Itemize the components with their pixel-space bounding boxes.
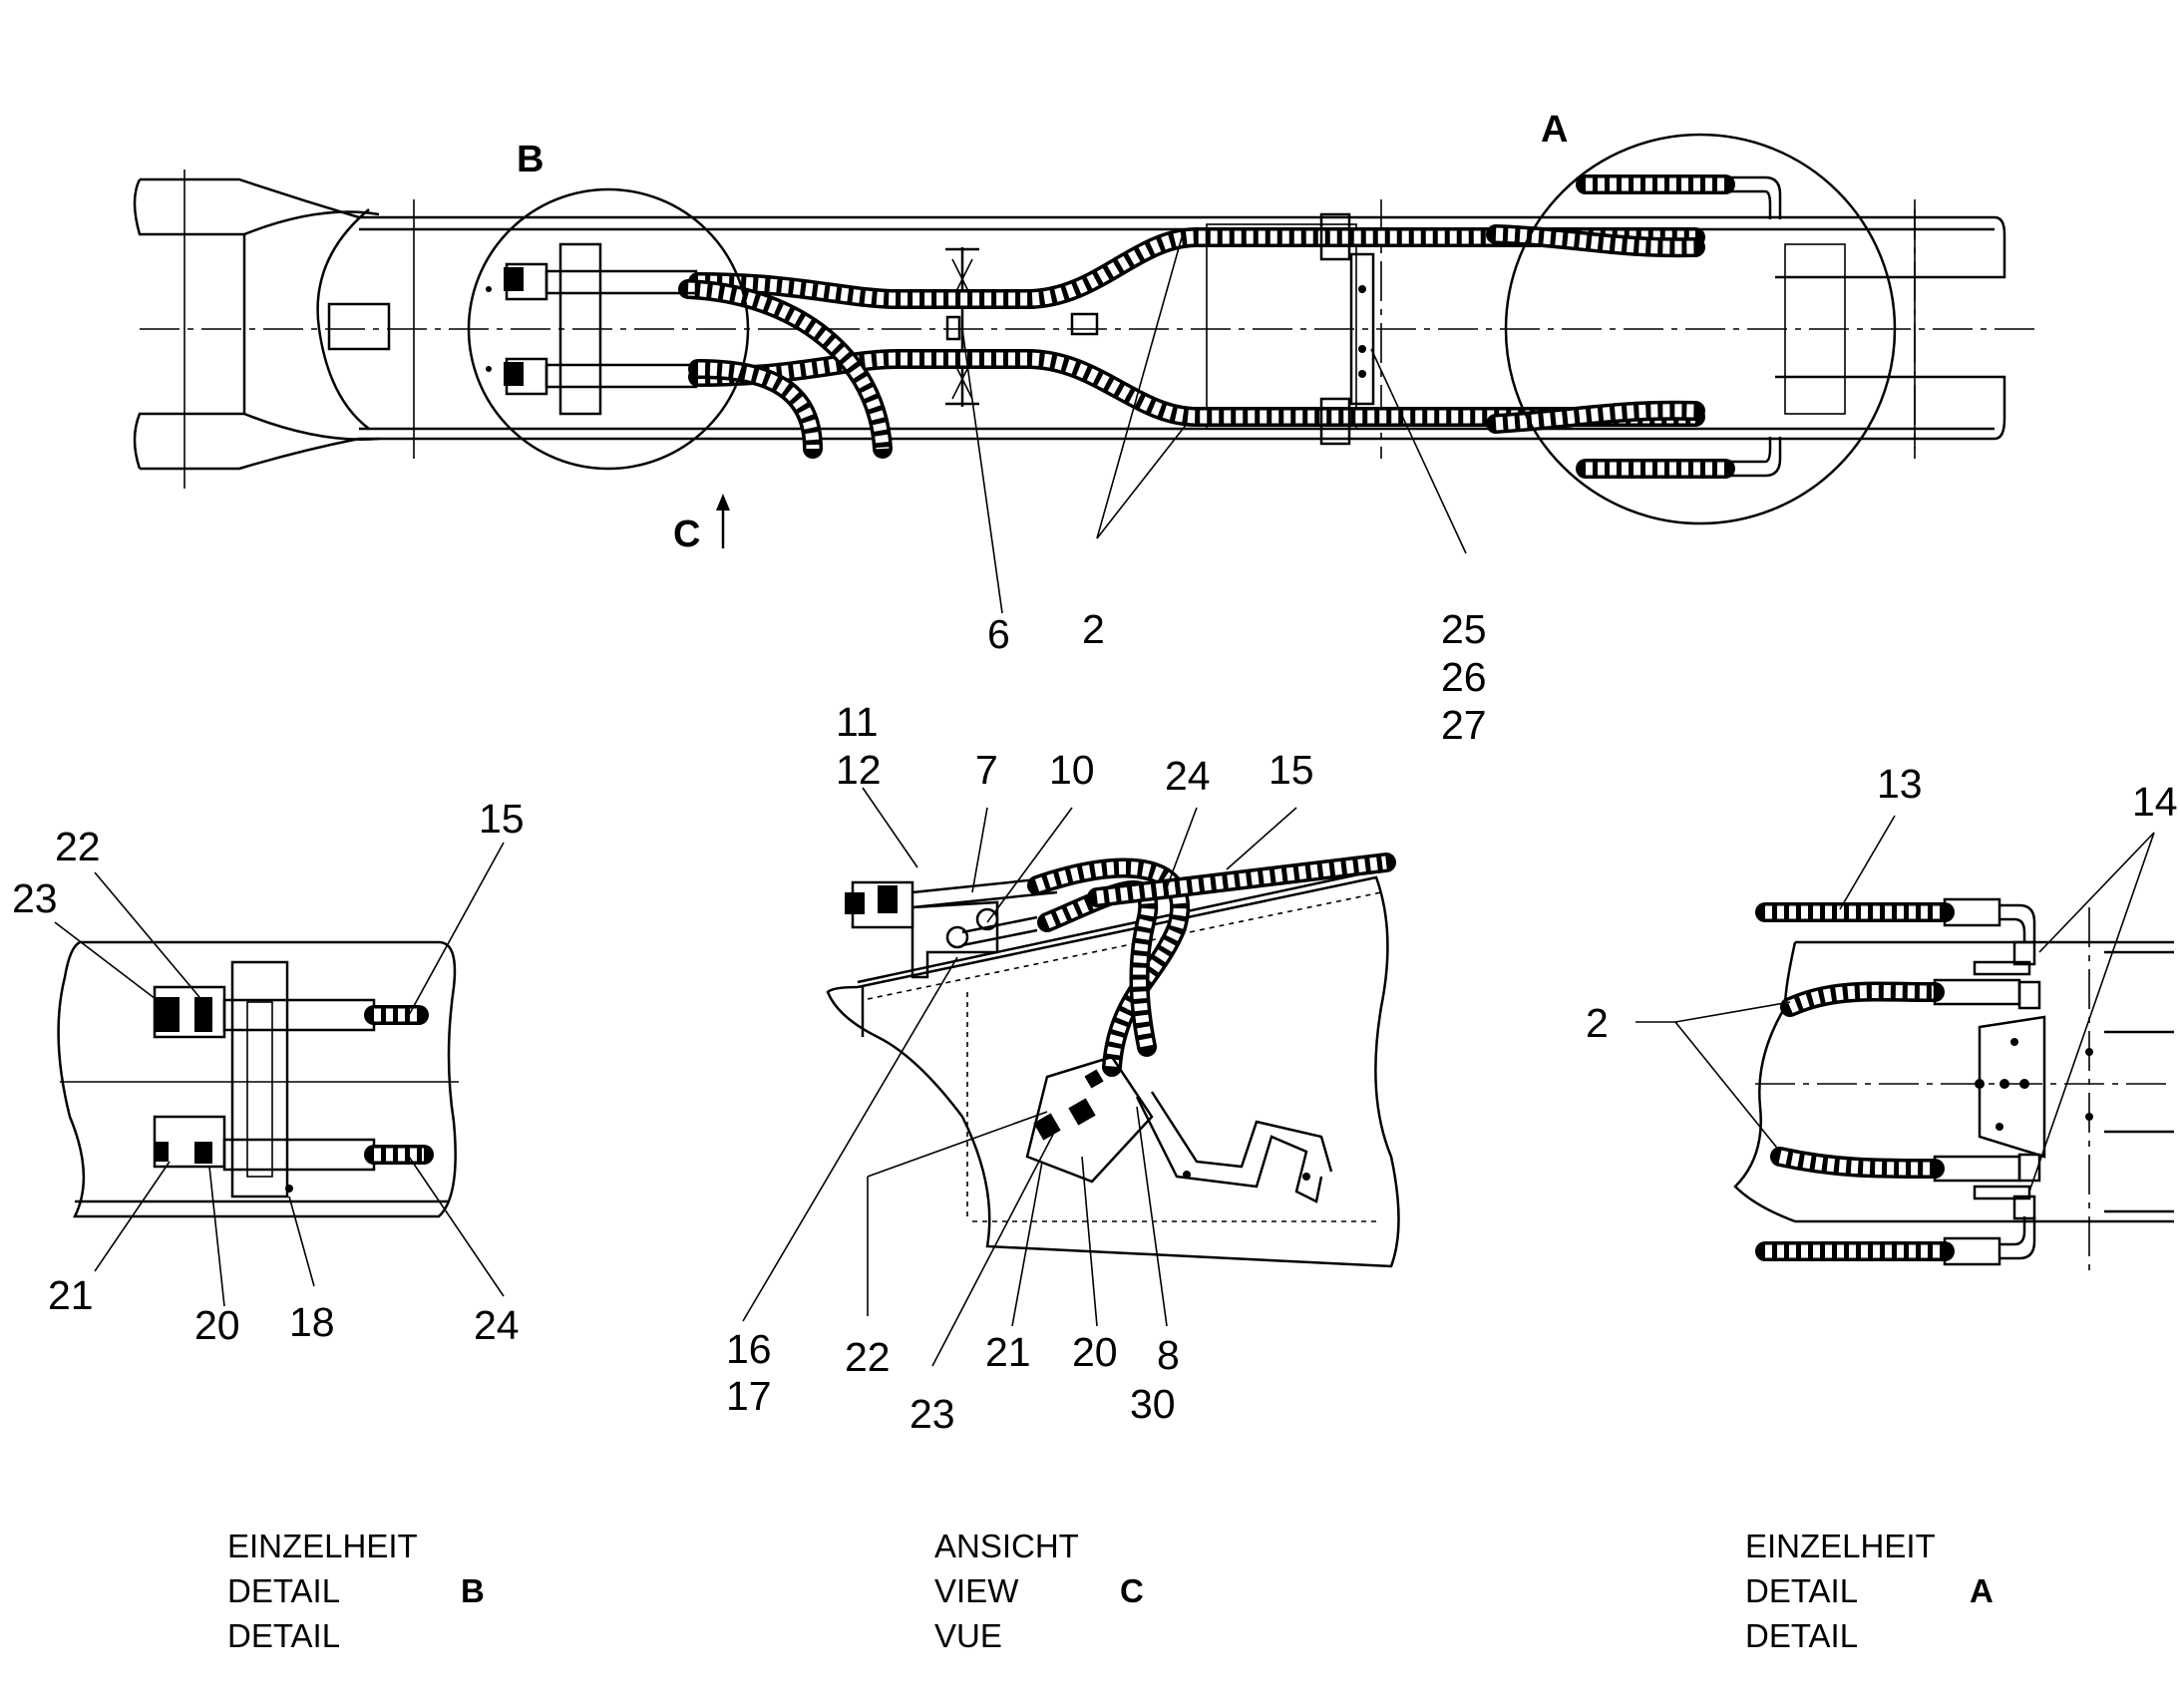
- detail-a-marker: A: [1541, 109, 1568, 151]
- view-c-callout-10: 10: [1049, 747, 1095, 793]
- detail-b-callout-21: 21: [48, 1272, 94, 1318]
- detail-a-callout-2: 2: [1586, 1000, 1609, 1046]
- detail-b-callout-24: 24: [474, 1302, 520, 1348]
- detail-a-circle: [1504, 133, 1897, 525]
- detail-a-caption-line2: DETAIL: [1745, 1572, 1858, 1609]
- view-c-callout-8: 8: [1157, 1332, 1180, 1378]
- view-c-caption-letter: C: [1120, 1572, 1144, 1609]
- view-c-callout-23: 23: [909, 1391, 955, 1437]
- view-c-caption-line1: ANSICHT: [934, 1528, 1079, 1564]
- detail-a-callout-14: 14: [2132, 779, 2178, 825]
- detail-b-callout-23: 23: [12, 875, 58, 921]
- view-c-callout-16: 16: [726, 1326, 772, 1372]
- main-leaders: [961, 236, 1467, 614]
- view-c-callout-22: 22: [845, 1334, 891, 1380]
- boom-frame: [133, 170, 2034, 489]
- detail-b-callout-18: 18: [289, 1299, 335, 1345]
- main-hoses: [678, 174, 1782, 479]
- callout-2: 2: [1082, 606, 1105, 652]
- view-c-callout-17: 17: [726, 1373, 772, 1419]
- view-c-callout-11: 11: [836, 699, 879, 745]
- detail-b-callout-15: 15: [479, 796, 525, 842]
- view-c-callout-12: 12: [836, 747, 882, 793]
- view-c-callout-15: 15: [1269, 747, 1314, 793]
- detail-b-caption-line2: DETAIL: [227, 1572, 340, 1609]
- detail-b-callout-22: 22: [55, 824, 101, 869]
- detail-b-caption-line3: DETAIL: [227, 1617, 340, 1654]
- center-clamp: [945, 247, 1099, 407]
- detail-b-caption-letter: B: [461, 1572, 485, 1609]
- detail-b-caption-line1: EINZELHEIT: [227, 1528, 418, 1564]
- view-c-caption-line2: VIEW: [934, 1572, 1019, 1609]
- mid-hose-clamps: [1319, 212, 1375, 446]
- view-c-callout-24: 24: [1165, 753, 1211, 799]
- callout-27: 27: [1441, 702, 1487, 748]
- detail-a-caption-line1: EINZELHEIT: [1745, 1528, 1936, 1564]
- detail-a-view: 13 14 2 EINZELHEIT DETAIL DETAIL A: [1586, 761, 2178, 1654]
- callout-25: 25: [1441, 606, 1487, 652]
- view-c-caption-line3: VUE: [934, 1617, 1002, 1654]
- callout-26: 26: [1441, 654, 1487, 700]
- view-c-callout-20: 20: [1072, 1329, 1118, 1375]
- view-c-callout-21: 21: [985, 1329, 1031, 1375]
- view-c-view: 11 12 7 10 24 15 16 17 22 23 21 20 8 30 …: [726, 699, 1400, 1654]
- callout-6: 6: [987, 611, 1010, 657]
- view-c-callout-7: 7: [975, 747, 998, 793]
- main-view: B A C 6 2 25 26 27: [133, 109, 2034, 748]
- detail-a-caption-letter: A: [1970, 1572, 1994, 1609]
- detail-b-circle: [467, 187, 750, 471]
- view-c-marker: C: [673, 513, 700, 555]
- view-c-arrow: [716, 494, 730, 548]
- detail-a-caption-line3: DETAIL: [1745, 1617, 1858, 1654]
- detail-b-marker: B: [517, 139, 544, 180]
- detail-b-view: 22 23 15 21 20 18 24 EINZELHEIT DETAIL D…: [12, 796, 525, 1654]
- detail-b-callout-20: 20: [194, 1302, 240, 1348]
- view-c-callout-30: 30: [1130, 1381, 1176, 1427]
- detail-a-callout-13: 13: [1877, 761, 1923, 807]
